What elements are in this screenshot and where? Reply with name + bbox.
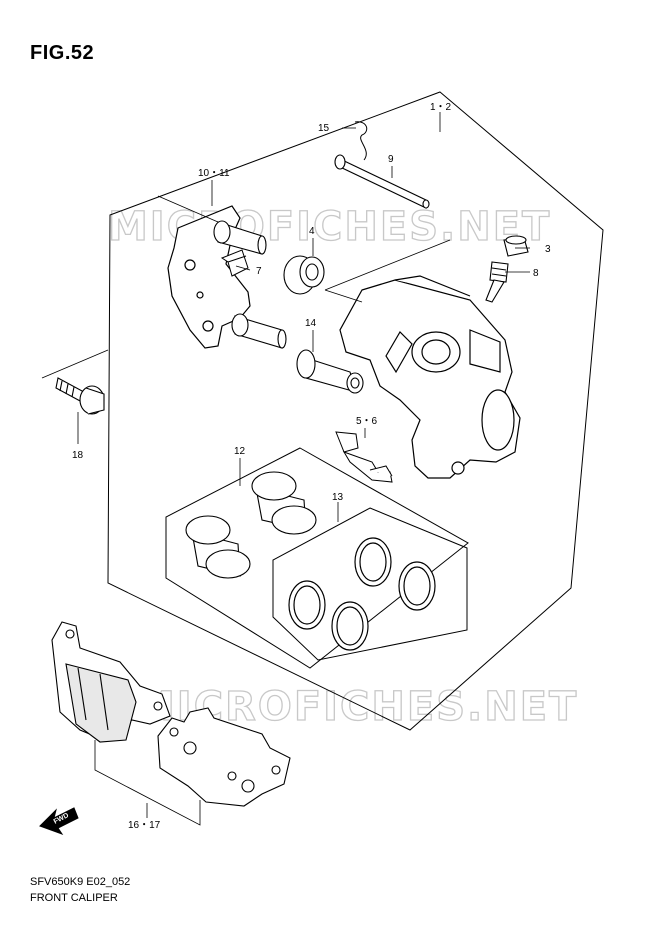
piston-left: [185, 515, 251, 579]
callout-13: 13: [332, 492, 344, 503]
bleeder-valve: [485, 261, 509, 303]
callout-10-11: 10・11: [198, 168, 230, 179]
assembly-frame: [107, 91, 604, 731]
mounting-bolt: [55, 377, 105, 415]
slide-pin-lower: [231, 313, 287, 349]
brake-pad-front: [51, 621, 171, 743]
callout-4: 4: [309, 226, 315, 237]
piston-seals: [288, 537, 436, 651]
pad-pin: [334, 154, 430, 209]
callout-12: 12: [234, 446, 246, 457]
callout-7: 7: [256, 266, 262, 277]
slide-pin-upper: [213, 220, 267, 255]
diagram-caption: FRONT CALIPER: [30, 892, 118, 904]
piston-box: [165, 447, 469, 669]
boot-lower: [296, 349, 364, 394]
callout-15: 15: [318, 123, 330, 134]
callout-8: 8: [533, 268, 539, 279]
callout-14: 14: [305, 318, 317, 329]
callout-9: 9: [388, 154, 394, 165]
callout-1-2: 1・2: [430, 102, 452, 113]
fwd-arrow-icon: FWD: [39, 807, 79, 835]
callout-5-6: 5・6: [356, 416, 378, 427]
pad-spring: [220, 249, 249, 277]
piston-right: [251, 471, 317, 535]
brake-pad-rear: [157, 707, 291, 807]
callout-3: 3: [545, 244, 551, 255]
callout-16-17: 16・17: [128, 820, 161, 831]
pad-bracket: [94, 740, 201, 826]
figure-title: FIG.52: [30, 42, 95, 64]
leader-lines: [77, 112, 530, 818]
caliper-body: [339, 275, 521, 479]
bleeder-cap: [503, 235, 529, 257]
pin-clip: [354, 121, 368, 161]
boot: [283, 255, 325, 295]
callout-18: 18: [72, 450, 84, 461]
seal-box: [272, 507, 468, 661]
pad-retainer: [335, 431, 393, 483]
diagram-code: SFV650K9 E02_052: [30, 876, 131, 888]
